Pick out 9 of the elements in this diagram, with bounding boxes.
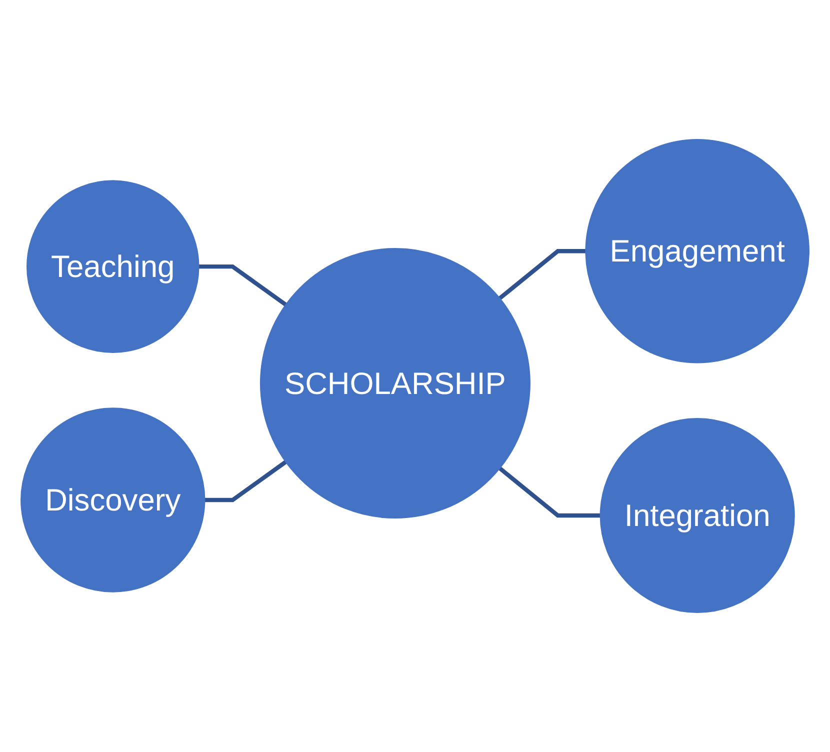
- connector: [198, 264, 288, 307]
- node-circle: Discovery: [20, 408, 206, 592]
- connector: [204, 460, 288, 502]
- node-circle: Integration: [600, 418, 795, 614]
- node-circle: SCHOLARSHIP: [260, 248, 530, 519]
- node-circle: Engagement: [585, 138, 810, 364]
- connector: [498, 249, 586, 300]
- node-circle: Teaching: [26, 180, 200, 353]
- connector: [498, 466, 601, 518]
